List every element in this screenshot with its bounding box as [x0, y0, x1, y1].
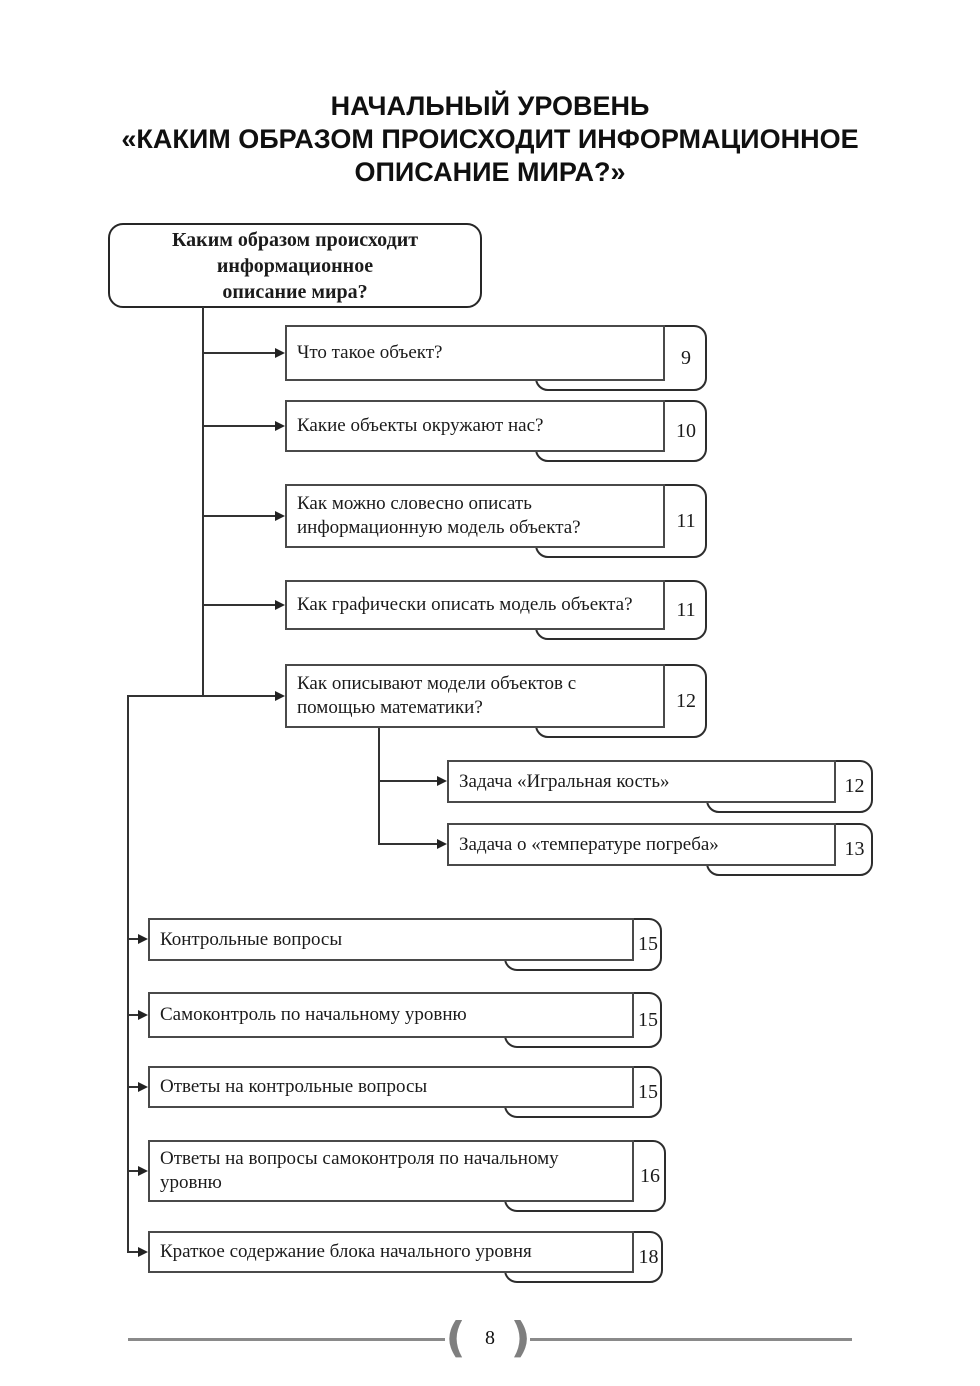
- arrow-icon: [275, 600, 285, 610]
- item-box: Контрольные вопросы: [148, 918, 634, 961]
- page-title: НАЧАЛЬНЫЙ УРОВЕНЬ «КАКИМ ОБРАЗОМ ПРОИСХО…: [0, 90, 980, 189]
- arrow-icon: [275, 511, 285, 521]
- arrow-icon: [138, 1166, 148, 1176]
- flow-item: Краткое содержание блока начального уров…: [148, 1231, 663, 1283]
- connector-branch: [378, 780, 439, 782]
- flow-item: Контрольные вопросы 15: [148, 918, 662, 971]
- item-label: Контрольные вопросы: [160, 928, 343, 950]
- connector-branch: [202, 515, 276, 517]
- arrow-icon: [275, 421, 285, 431]
- footer-right-bracket: ): [510, 1313, 531, 1362]
- flow-item: Что такое объект? 9: [285, 325, 707, 391]
- item-label: Краткое содержание блока начального уров…: [160, 1241, 532, 1262]
- item-box: Как можно словесно описать информационну…: [285, 484, 665, 548]
- item-page-number: 13: [844, 838, 865, 860]
- flow-item: Как графически описать модель объекта? 1…: [285, 580, 707, 640]
- item-page-number: 15: [638, 1080, 658, 1103]
- item-page-number: 10: [676, 419, 696, 442]
- item-box: Краткое содержание блока начального уров…: [148, 1231, 634, 1273]
- item-label: Задача «Игральная кость»: [459, 770, 670, 792]
- title-line-1: НАЧАЛЬНЫЙ УРОВЕНЬ: [330, 91, 650, 121]
- item-page-number: 9: [681, 346, 691, 369]
- item-label: Ответы на вопросы самоконтроля по началь…: [160, 1148, 559, 1193]
- item-page-number: 12: [844, 775, 865, 797]
- footer-left-bracket: (: [445, 1313, 466, 1362]
- item-box: Ответы на контрольные вопросы: [148, 1066, 634, 1108]
- item-box: Как графически описать модель объекта?: [285, 580, 665, 630]
- arrow-icon: [437, 776, 447, 786]
- flow-item: Задача «Игральная кость» 12: [447, 760, 873, 813]
- arrow-icon: [275, 691, 285, 701]
- root-line-1: Каким образом происходит: [171, 228, 419, 251]
- connector-branch: [202, 604, 276, 606]
- item-page-number: 11: [676, 598, 696, 621]
- item-box: Какие объекты окружают нас?: [285, 400, 665, 452]
- item-page-number: 16: [640, 1164, 660, 1187]
- item-label: Как можно словесно описать информационну…: [297, 493, 581, 538]
- connector-branch: [127, 938, 140, 940]
- item-label: Задача о «температуре погреба»: [459, 833, 719, 855]
- footer-rule-left: [128, 1338, 445, 1341]
- footer-page-number: 8: [485, 1327, 495, 1349]
- connector-branch: [378, 843, 439, 845]
- flow-item: Какие объекты окружают нас? 10: [285, 400, 707, 462]
- arrow-icon: [138, 934, 148, 944]
- arrow-icon: [138, 1247, 148, 1257]
- item-page-number: 18: [638, 1245, 659, 1268]
- connector-branch: [127, 1086, 140, 1088]
- root-line-3: описание мира?: [222, 280, 368, 303]
- item-box: Что такое объект?: [285, 325, 665, 381]
- item-page-number: 12: [676, 689, 696, 712]
- connector-branch: [127, 1251, 140, 1253]
- connector-trunk-sub: [378, 728, 380, 845]
- arrow-icon: [138, 1082, 148, 1092]
- item-box: Задача «Игральная кость»: [447, 760, 836, 803]
- footer-rule-right: [530, 1338, 852, 1341]
- item-label: Какие объекты окружают нас?: [297, 415, 544, 436]
- flow-item: Ответы на контрольные вопросы 15: [148, 1066, 662, 1118]
- item-label: Как графически описать модель объекта?: [297, 594, 633, 615]
- item-box: Ответы на вопросы самоконтроля по началь…: [148, 1140, 634, 1202]
- connector-branch: [202, 352, 276, 354]
- item-label: Что такое объект?: [297, 342, 443, 363]
- root-line-2: информационное: [216, 254, 374, 277]
- item-label: Как описывают модели объектов с помощью …: [297, 673, 577, 718]
- item-page-number: 11: [676, 509, 696, 532]
- item-box: Как описывают модели объектов с помощью …: [285, 664, 665, 728]
- flow-item: Ответы на вопросы самоконтроля по началь…: [148, 1140, 666, 1212]
- flow-item: Задача о «температуре погреба» 13: [447, 823, 873, 876]
- arrow-icon: [138, 1010, 148, 1020]
- connector-trunk-left: [127, 695, 129, 1253]
- flow-item: Самоконтроль по начальному уровню 15: [148, 992, 662, 1048]
- item-page-number: 15: [638, 933, 658, 955]
- connector-branch: [202, 425, 276, 427]
- arrow-icon: [437, 839, 447, 849]
- item-label: Самоконтроль по начальному уровню: [160, 1004, 467, 1025]
- item-box: Задача о «температуре погреба»: [447, 823, 836, 866]
- item-label: Ответы на контрольные вопросы: [160, 1076, 428, 1097]
- item-page-number: 15: [638, 1008, 658, 1031]
- connector-branch: [127, 695, 277, 697]
- connector-trunk-main: [202, 307, 204, 697]
- connector-branch: [127, 1170, 140, 1172]
- flow-item: Как можно словесно описать информационну…: [285, 484, 707, 558]
- root-node: Каким образом происходит информационное …: [108, 223, 482, 308]
- title-line-3: ОПИСАНИЕ МИРА?»: [354, 157, 626, 187]
- item-box: Самоконтроль по начальному уровню: [148, 992, 634, 1038]
- connector-branch: [127, 1014, 140, 1016]
- title-line-2: «КАКИМ ОБРАЗОМ ПРОИСХОДИТ ИНФОРМАЦИОННОЕ: [121, 124, 859, 154]
- arrow-icon: [275, 348, 285, 358]
- flow-item: Как описывают модели объектов с помощью …: [285, 664, 707, 738]
